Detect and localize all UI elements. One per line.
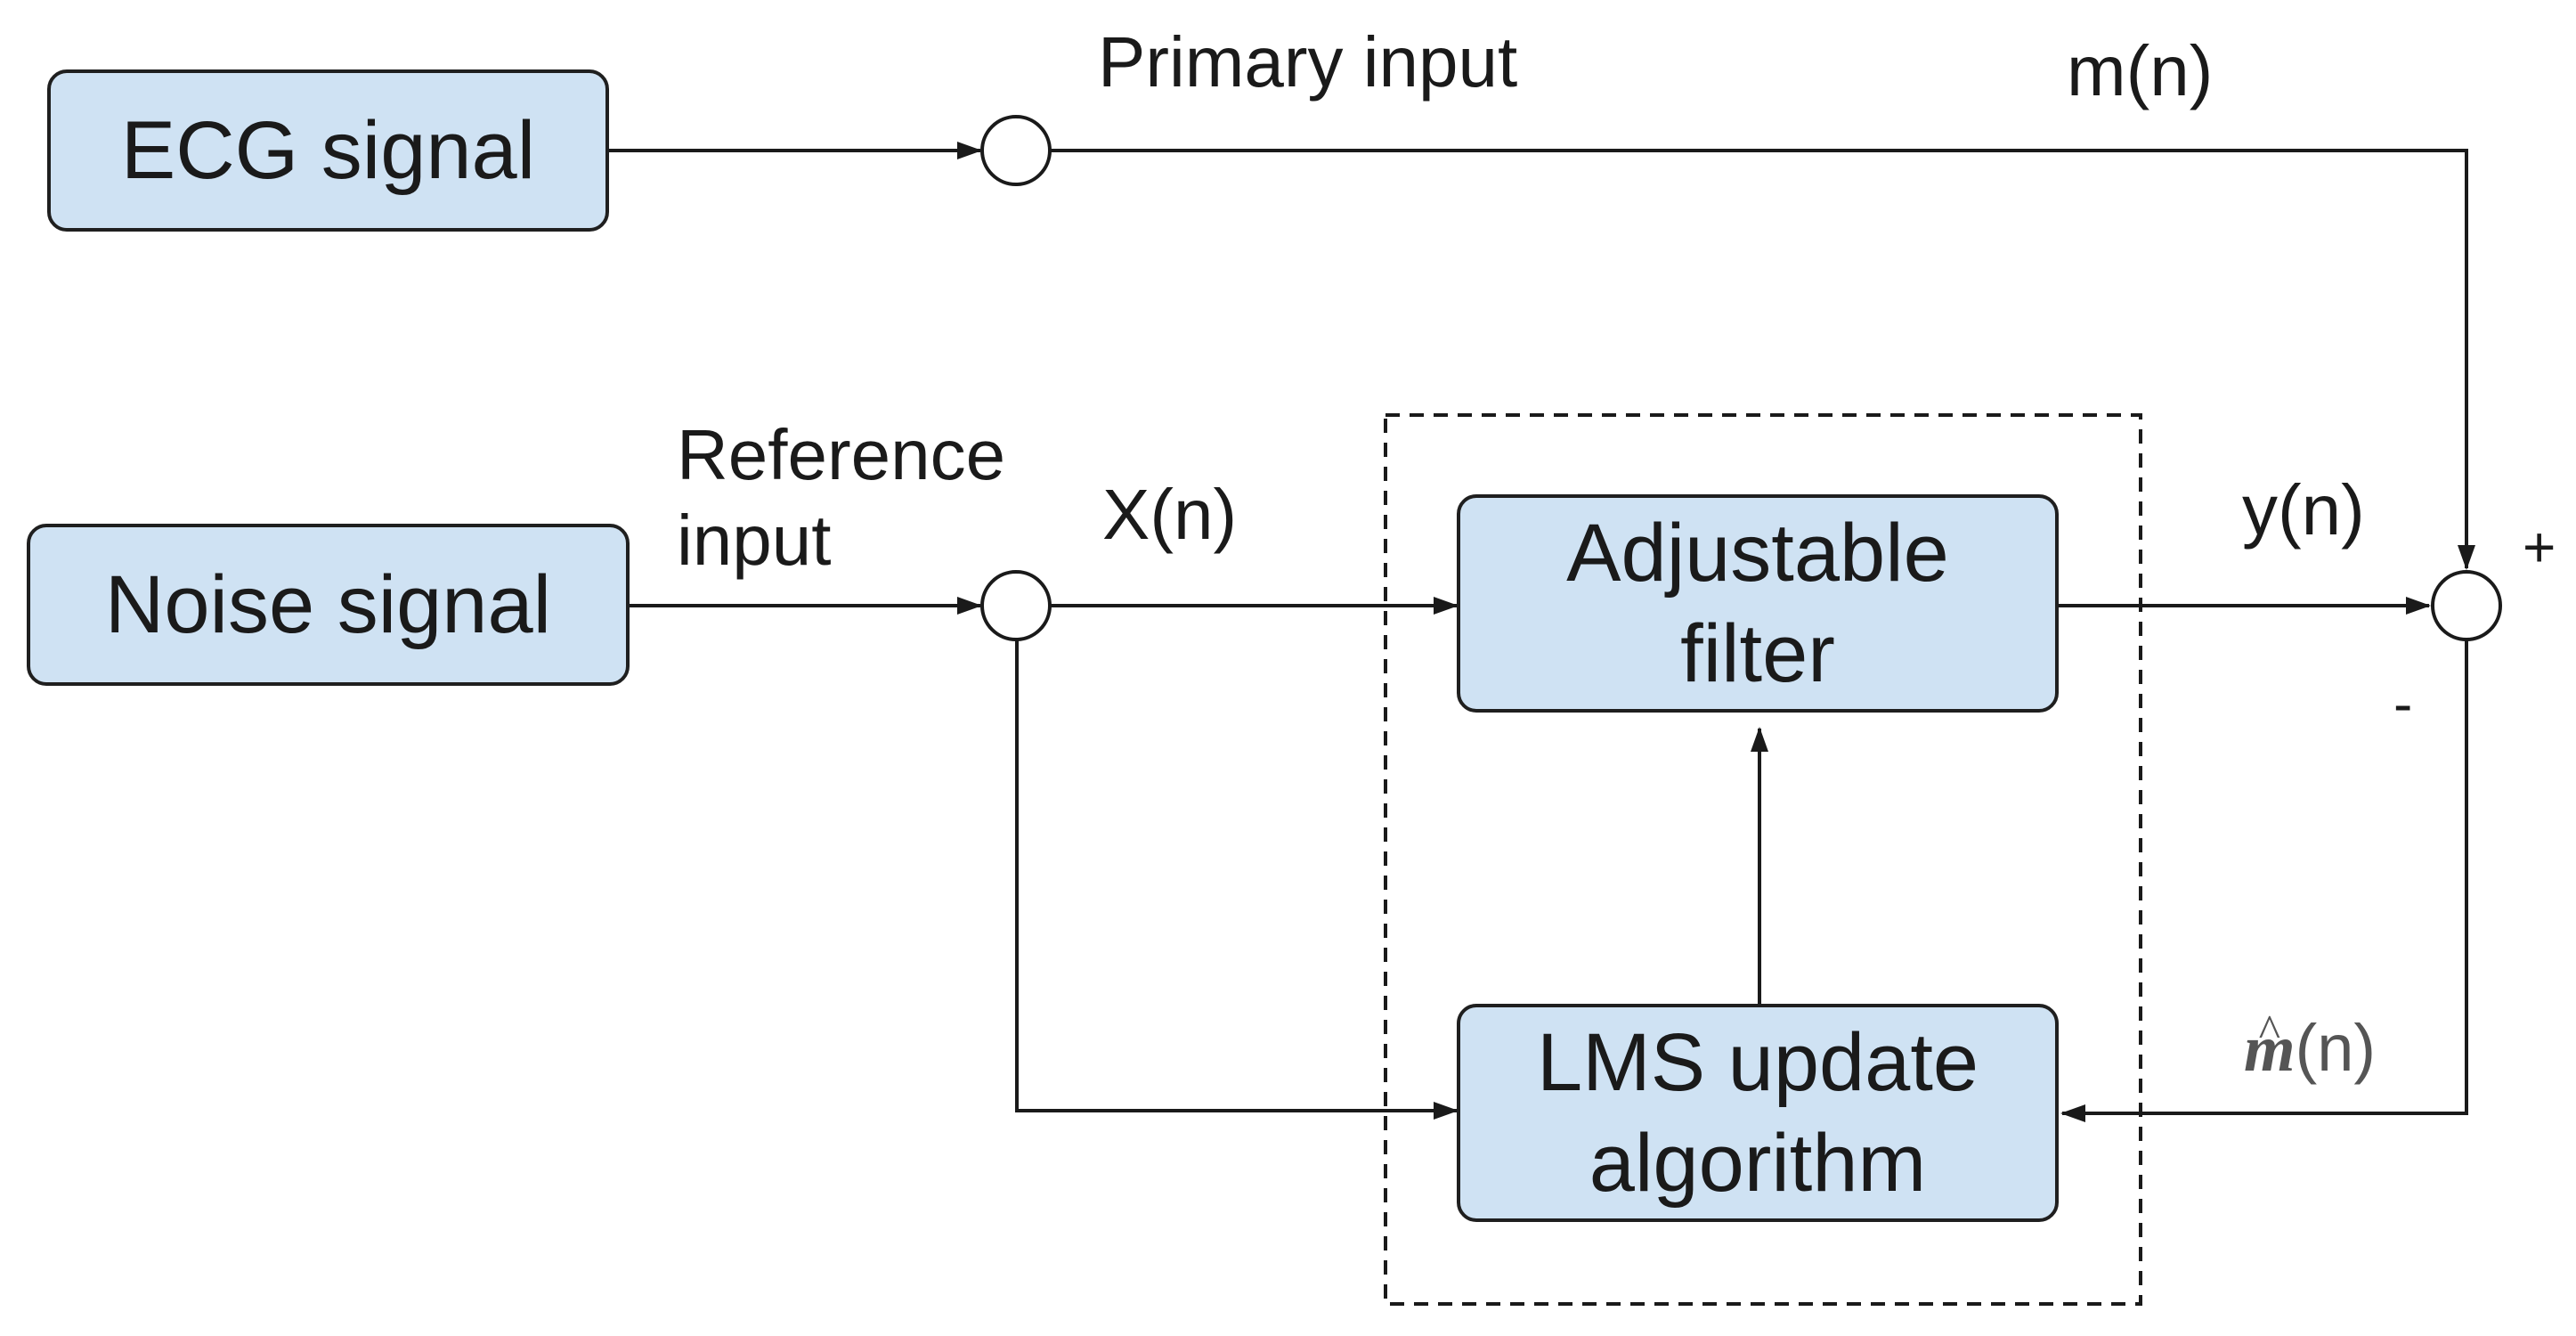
m-hat-n-label: ^ m (n) [2244,1009,2376,1083]
adjustable-filter-block: Adjustable filter [1457,494,2059,713]
reference-input-junction [980,570,1052,641]
m-hat-accent: ^ [2258,1006,2280,1057]
primary-input-label: Primary input [1098,22,1518,102]
primary-to-summing-line [1048,149,2475,570]
error-feedback-line [2060,640,2468,1122]
reference-to-lms-line [1015,640,1459,1120]
m-n-label: m(n) [2067,31,2214,110]
minus-sign: - [2393,672,2413,736]
m-hat-symbol: ^ m [2244,1009,2296,1083]
primary-input-junction [980,115,1052,186]
x-n-label: X(n) [1102,475,1238,554]
reference-input-label: Reference input [677,415,1006,580]
noise-signal-block: Noise signal [27,524,630,686]
adaptive-filter-boundary [1384,413,2142,1306]
m-hat-argument: (n) [2295,1011,2377,1085]
m-hat-letter: m [2244,1013,2296,1086]
summing-node [2431,570,2502,641]
plus-sign: + [2523,515,2556,579]
lms-update-algorithm-block: LMS update algorithm [1457,1004,2059,1222]
y-n-label: y(n) [2242,470,2365,550]
ecg-signal-block: ECG signal [47,69,609,232]
